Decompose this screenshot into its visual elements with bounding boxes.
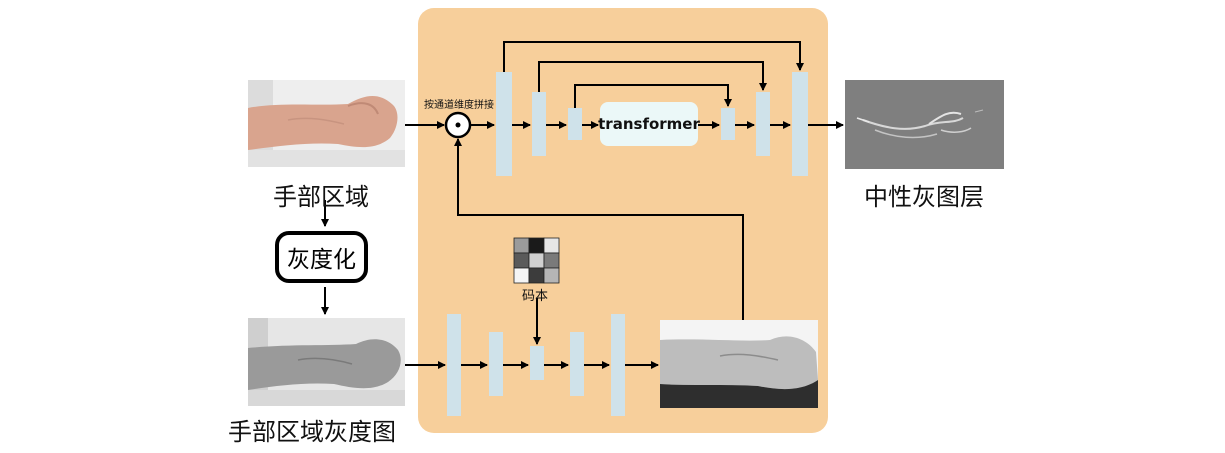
codebook-grid [513, 237, 560, 284]
codebook-cell [513, 252, 530, 269]
decoder-block-1 [721, 108, 735, 140]
hand-region-gray-photo [248, 318, 405, 406]
bottom-block-5 [611, 314, 625, 416]
codebook-label: 码本 [522, 289, 549, 304]
codebook-cell [528, 267, 545, 284]
encoder-block-1 [496, 72, 512, 176]
codebook-cell [543, 237, 560, 254]
encoder-block-2 [532, 92, 546, 156]
bottom-block-4 [570, 332, 584, 396]
hand-region-photo [248, 80, 405, 167]
codebook-cell [513, 267, 530, 284]
neutral-gray-layer-label: 中性灰图层 [864, 183, 984, 211]
codebook-cell [543, 267, 560, 284]
output-gray-hand-photo [660, 320, 818, 408]
codebook-cell [543, 252, 560, 269]
bottom-block-3 [530, 346, 544, 380]
channel-concat-label: 按通道维度拼接 [424, 100, 494, 111]
bottom-block-2 [489, 332, 503, 396]
concat-operator-dot [455, 122, 461, 128]
codebook-cell [528, 252, 545, 269]
codebook-cell [528, 237, 545, 254]
hand-region-label: 手部区域 [273, 183, 369, 211]
codebook-cell [513, 237, 530, 254]
transformer-box: transformer [598, 102, 700, 146]
decoder-block-2 [756, 92, 770, 156]
neutral-gray-layer-photo [845, 80, 1004, 169]
bottom-block-1 [447, 314, 461, 416]
encoder-block-3 [568, 108, 582, 140]
decoder-block-3 [792, 72, 808, 176]
hand-region-gray-label: 手部区域灰度图 [228, 418, 396, 446]
grayscale-op-box: 灰度化 [275, 231, 368, 283]
